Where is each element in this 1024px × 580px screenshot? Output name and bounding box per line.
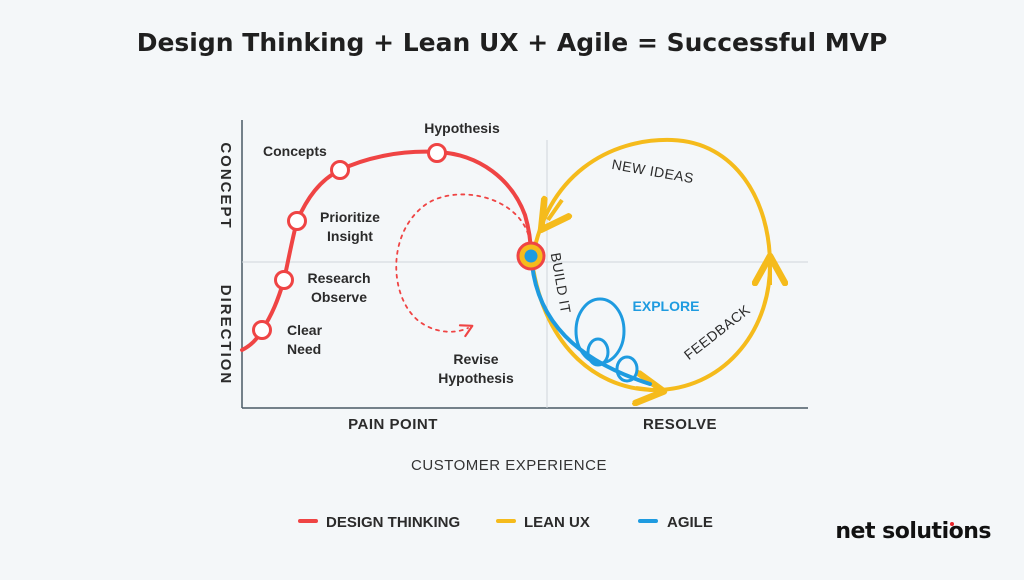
step-label-need: Need bbox=[287, 341, 321, 357]
brand-logo: net solutions bbox=[835, 519, 991, 544]
page-title: Design Thinking + Lean UX + Agile = Succ… bbox=[137, 28, 888, 57]
step-label-hypothesis: Hypothesis bbox=[424, 120, 500, 136]
step-label-prioritize: Prioritize bbox=[320, 209, 380, 225]
step-node-prioritize-insight bbox=[287, 211, 307, 231]
step-label-research: Research bbox=[307, 270, 370, 286]
legend: DESIGN THINKING LEAN UX AGILE bbox=[298, 514, 713, 531]
agile-loop-small-2 bbox=[615, 355, 639, 383]
legend-label-agile: AGILE bbox=[667, 514, 713, 531]
step-node-concepts bbox=[330, 160, 350, 180]
junction-node-core bbox=[524, 249, 538, 263]
y-axis-label-direction: DIRECTION bbox=[217, 285, 234, 386]
step-node-hypothesis bbox=[427, 143, 447, 163]
x-axis-label-resolve: RESOLVE bbox=[643, 416, 717, 433]
design-thinking-curve bbox=[240, 149, 533, 352]
step-label-insight: Insight bbox=[327, 228, 373, 244]
label-build-it: BUILD IT bbox=[548, 251, 574, 314]
step-label-observe: Observe bbox=[311, 289, 367, 305]
legend-label-design-thinking: DESIGN THINKING bbox=[326, 514, 460, 531]
x-axis-label-pain-point: PAIN POINT bbox=[348, 416, 438, 433]
lean-ux-arrow-bottom bbox=[636, 388, 652, 390]
brand-logo-dot bbox=[950, 522, 954, 526]
revise-label-line2: Hypothesis bbox=[438, 370, 514, 386]
agile-explore-loop-large bbox=[574, 297, 626, 365]
step-node-clear-need bbox=[252, 320, 272, 340]
x-axis-title: CUSTOMER EXPERIENCE bbox=[411, 457, 607, 474]
step-node-research-observe bbox=[274, 270, 294, 290]
revise-hypothesis-loop bbox=[395, 193, 532, 338]
revise-label-line1: Revise bbox=[453, 351, 498, 367]
step-label-concepts: Concepts bbox=[263, 143, 327, 159]
legend-label-lean-ux: LEAN UX bbox=[524, 514, 590, 531]
agile-path bbox=[530, 262, 652, 386]
step-label-clear: Clear bbox=[287, 322, 323, 338]
y-axis-label-concept: CONCEPT bbox=[217, 142, 234, 229]
agile-loop-small-1 bbox=[586, 337, 610, 367]
label-new-ideas: NEW IDEAS bbox=[611, 156, 696, 186]
label-explore: EXPLORE bbox=[633, 298, 700, 314]
lean-ux-arrow-top bbox=[548, 200, 562, 220]
